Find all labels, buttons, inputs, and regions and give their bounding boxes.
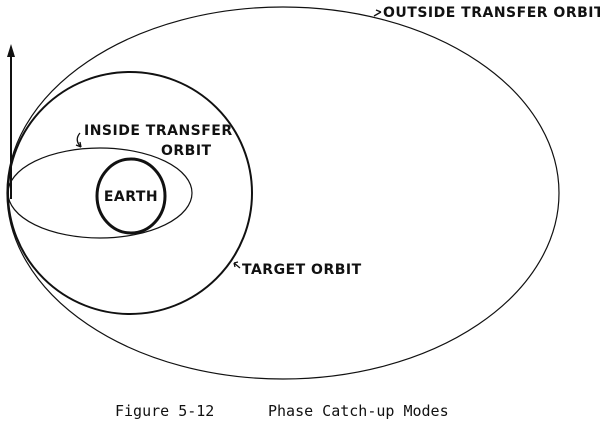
inside-transfer-orbit bbox=[7, 147, 193, 239]
target-orbit-leader bbox=[233, 261, 241, 269]
velocity-vector-arrowhead bbox=[7, 44, 15, 57]
earth-label: EARTH bbox=[104, 189, 158, 205]
outside-transfer-orbit bbox=[6, 6, 560, 380]
outside-transfer-leader bbox=[373, 9, 382, 17]
figure-number: Figure 5-12 bbox=[115, 402, 214, 420]
earth-circle bbox=[95, 157, 167, 235]
figure-title: Phase Catch-up Modes bbox=[268, 402, 449, 420]
inside-transfer-leader bbox=[76, 132, 82, 148]
target-orbit-label: TARGET ORBIT bbox=[242, 262, 362, 278]
outside-transfer-orbit-label: OUTSIDE TRANSFER ORBIT bbox=[383, 5, 600, 21]
inside-transfer-orbit-label-line2: ORBIT bbox=[161, 143, 212, 159]
inside-transfer-leader-arrow bbox=[75, 141, 82, 148]
inside-transfer-orbit-label-line1: INSIDE TRANSFER bbox=[84, 123, 233, 139]
